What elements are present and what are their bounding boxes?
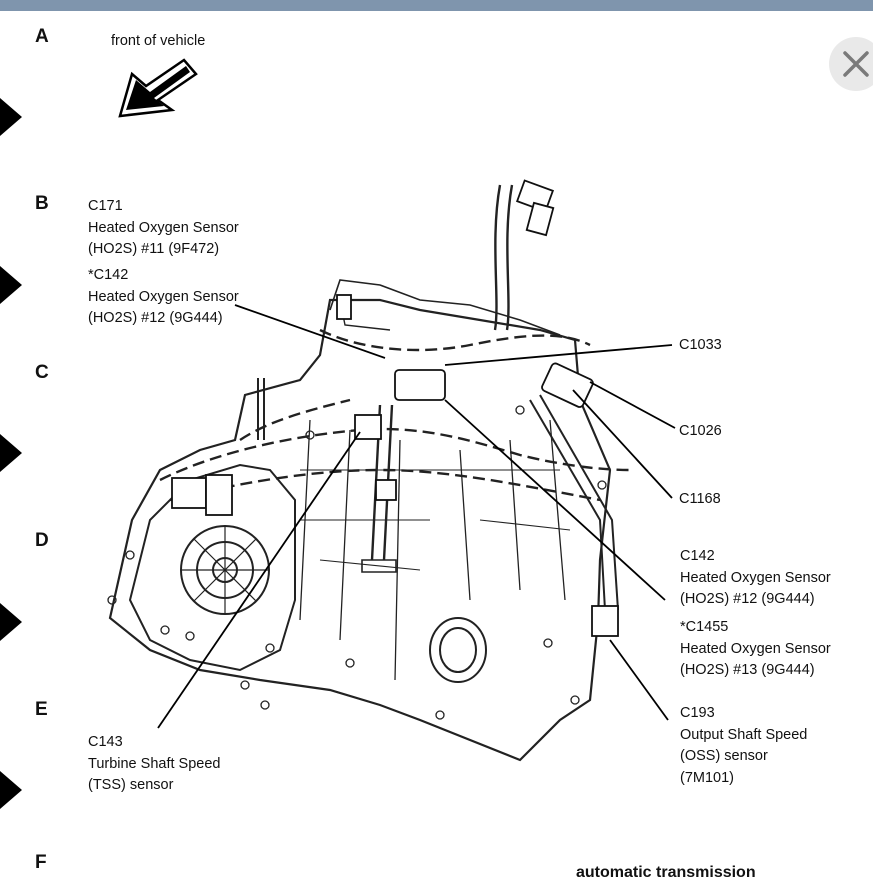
row-letter-c: C	[35, 362, 49, 383]
connector-part: (HO2S) #11 (9F472)	[88, 241, 220, 257]
front-arrow-icon	[118, 58, 198, 118]
front-of-vehicle-label: front of vehicle	[111, 33, 206, 49]
connector-id: C171	[88, 198, 123, 214]
callout-c142-right: C142 Heated Oxygen Sensor (HO2S) #12 (9G…	[680, 546, 831, 611]
row-letter-d: D	[35, 530, 49, 551]
connector-desc-2: (OSS) sensor	[680, 748, 768, 764]
row-letter-b: B	[35, 193, 49, 214]
connector-part: (HO2S) #12 (9G444)	[680, 591, 815, 607]
connector-id: C1026	[679, 423, 722, 439]
connector-id: C1168	[679, 491, 721, 507]
connector-desc-2: (TSS) sensor	[88, 777, 174, 793]
close-button[interactable]	[829, 37, 873, 91]
row-marker-triangle	[0, 266, 22, 304]
connector-id: C142	[680, 548, 715, 564]
connector-part: (HO2S) #13 (9G444)	[680, 662, 815, 678]
row-marker-triangle	[0, 98, 22, 136]
callout-c143: C143 Turbine Shaft Speed (TSS) sensor	[88, 732, 220, 797]
diagram-caption: automatic transmission	[576, 864, 756, 881]
connector-id: C193	[680, 705, 715, 721]
connector-desc: Heated Oxygen Sensor	[88, 219, 239, 236]
close-icon	[843, 51, 869, 77]
row-letter-a: A	[35, 26, 49, 47]
callout-c1026: C1026	[679, 421, 722, 443]
callout-c142-left: *C142 Heated Oxygen Sensor (HO2S) #12 (9…	[88, 265, 239, 330]
callout-c1168: C1168	[679, 489, 721, 511]
row-letter-e: E	[35, 699, 48, 720]
connector-desc: Output Shaft Speed	[680, 726, 808, 743]
row-letter-f: F	[35, 852, 47, 873]
window-top-bar	[0, 0, 873, 11]
connector-part: (HO2S) #12 (9G444)	[88, 310, 223, 326]
connector-desc: Heated Oxygen Sensor	[680, 569, 831, 586]
connector-desc: Heated Oxygen Sensor	[88, 288, 239, 305]
callout-c171: C171 Heated Oxygen Sensor (HO2S) #11 (9F…	[88, 196, 239, 261]
row-marker-triangle	[0, 603, 22, 641]
connector-id: C1033	[679, 337, 722, 353]
callout-c1033: C1033	[679, 335, 722, 357]
row-marker-triangle	[0, 771, 22, 809]
callout-c1455: *C1455 Heated Oxygen Sensor (HO2S) #13 (…	[680, 617, 831, 682]
connector-id: C143	[88, 734, 123, 750]
connector-desc: Turbine Shaft Speed	[88, 755, 221, 772]
connector-desc: Heated Oxygen Sensor	[680, 640, 831, 657]
callout-c193: C193 Output Shaft Speed (OSS) sensor (7M…	[680, 703, 807, 789]
connector-part: (7M101)	[680, 769, 734, 786]
connector-id: *C1455	[680, 619, 729, 635]
connector-id: *C142	[88, 267, 129, 283]
row-marker-triangle	[0, 434, 22, 472]
